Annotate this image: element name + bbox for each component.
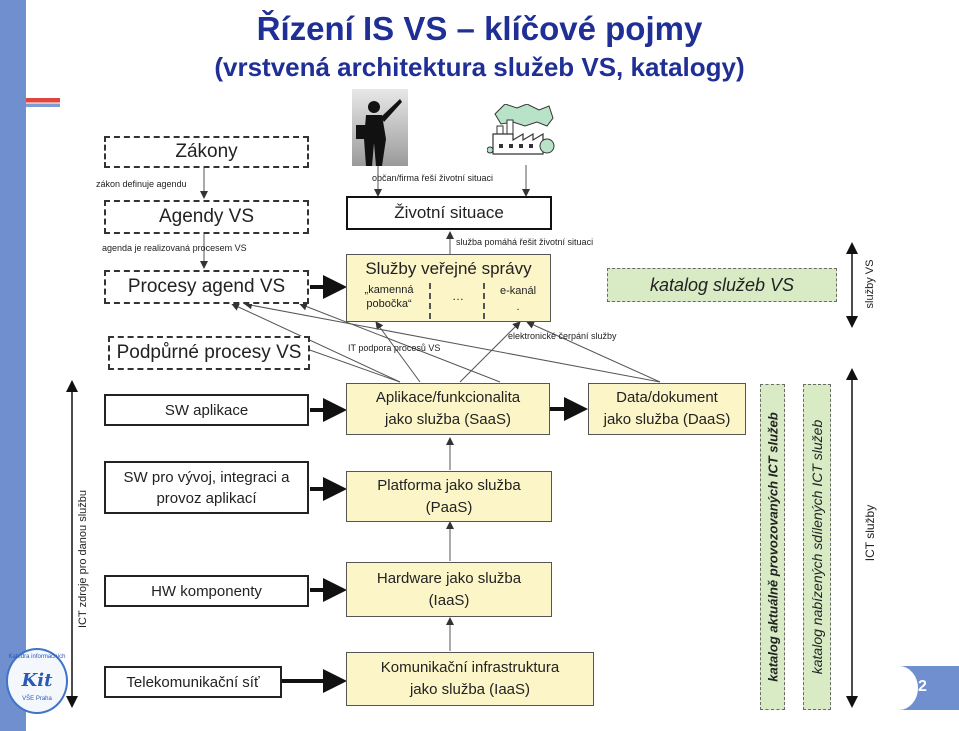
label-sluzby-vs-side: služby VS bbox=[864, 259, 876, 309]
kom-line1: Komunikační infrastruktura bbox=[380, 659, 560, 676]
kit-logo-sub: Katedra informačních bbox=[8, 654, 66, 660]
label-sluzba-pomaha: služba pomáhá řešit životní situaci bbox=[456, 237, 594, 247]
iaas-line2: (IaaS) bbox=[428, 591, 470, 609]
label-agenda-realizovana: agenda je realizovaná procesem VS bbox=[102, 243, 247, 253]
paas-box: Platforma jako služba (PaaS) bbox=[346, 471, 552, 522]
katalog-aktualne-label: katalog aktuálně provozovaných ICT služe… bbox=[765, 412, 780, 682]
label-elektronicke: elektronické čerpání služby bbox=[508, 331, 617, 341]
iaas-hardware-box: Hardware jako služba (IaaS) bbox=[346, 562, 552, 617]
sw-vyvoj-box: SW pro vývoj, integraci a provoz aplikac… bbox=[104, 461, 309, 514]
businessman-icon bbox=[352, 89, 408, 166]
dots-cell: … bbox=[452, 289, 464, 303]
label-it-podpora: IT podpora procesů VS bbox=[348, 343, 441, 353]
daas-line1: Data/dokument bbox=[616, 389, 718, 406]
katalog-nabizenych-label: katalog nabízených sdílených ICT služeb bbox=[809, 419, 825, 675]
slide-subtitle: (vrstvená architektura služeb VS, katalo… bbox=[214, 52, 745, 82]
hw-komponenty-box: HW komponenty bbox=[104, 575, 309, 607]
kom-line2: jako služba (IaaS) bbox=[409, 681, 531, 698]
kit-logo: Katedra informačních Kit VŠE Praha bbox=[6, 648, 68, 714]
page-number: 2 bbox=[918, 678, 927, 695]
procesy-box: Procesy agend VS bbox=[104, 270, 309, 304]
kamenna-line1: „kamenná bbox=[364, 284, 414, 296]
kamenna-pobocka-cell: „kamenná pobočka“ bbox=[349, 283, 431, 319]
katalog-sluzeb-box: katalog služeb VS bbox=[607, 268, 837, 302]
sluzby-vs-box: Služby veřejné správy „kamenná pobočka“ … bbox=[346, 254, 551, 322]
zivotni-situace-box: Životní situace bbox=[346, 196, 552, 230]
sw-vyvoj-line2: provoz aplikací bbox=[156, 489, 257, 507]
ekanal-dot: . bbox=[516, 301, 520, 313]
kamenna-line2: pobočka“ bbox=[366, 298, 412, 310]
podpurne-box: Podpůrné procesy VS bbox=[108, 336, 310, 370]
sw-aplikace-box: SW aplikace bbox=[104, 394, 309, 426]
telekomunikacni-sit-box: Telekomunikační síť bbox=[104, 666, 282, 698]
kit-logo-text: Kit bbox=[21, 670, 53, 691]
ekanal-cell: e-kanál . bbox=[483, 283, 551, 319]
title-accent-line bbox=[26, 98, 60, 107]
katalog-aktualne-box: katalog aktuálně provozovaných ICT služe… bbox=[760, 384, 785, 710]
saas-line1: Aplikace/funkcionalita bbox=[375, 389, 521, 406]
komunikacni-infrastruktura-box: Komunikační infrastruktura jako služba (… bbox=[346, 652, 594, 706]
saas-box: Aplikace/funkcionalita jako služba (SaaS… bbox=[346, 383, 550, 435]
iaas-line1: Hardware jako služba bbox=[376, 569, 522, 587]
ekanal-label: e-kanál bbox=[499, 285, 537, 297]
slide-title: Řízení IS VS – klíčové pojmy bbox=[256, 10, 703, 47]
label-ict-sluzby: ICT služby bbox=[863, 504, 877, 562]
label-zakon-definuje: zákon definuje agendu bbox=[96, 179, 187, 189]
agendy-box: Agendy VS bbox=[104, 200, 309, 234]
kit-logo-bottom: VŠE Praha bbox=[22, 696, 52, 702]
zakony-box: Zákony bbox=[104, 136, 309, 168]
saas-line2: jako služba (SaaS) bbox=[385, 411, 511, 428]
page-number-circle bbox=[880, 666, 918, 710]
label-ict-zdroje: ICT zdroje pro danou službu bbox=[77, 490, 89, 628]
sluzby-vs-title: Služby veřejné správy bbox=[365, 259, 532, 278]
left-sidebar-bar bbox=[0, 0, 26, 731]
katalog-sluzeb-label: katalog služeb VS bbox=[649, 274, 795, 295]
factory-icon bbox=[486, 103, 557, 159]
katalog-nabizenych-box: katalog nabízených sdílených ICT služeb bbox=[803, 384, 831, 710]
paas-line1: Platforma jako služba bbox=[377, 476, 521, 494]
daas-line2: jako služba (DaaS) bbox=[603, 411, 731, 428]
sw-vyvoj-line1: SW pro vývoj, integraci a bbox=[123, 468, 290, 486]
paas-line2: (PaaS) bbox=[425, 498, 473, 516]
daas-box: Data/dokument jako služba (DaaS) bbox=[588, 383, 746, 435]
label-obcan-firma: občan/firma řeší životní situaci bbox=[372, 173, 494, 183]
